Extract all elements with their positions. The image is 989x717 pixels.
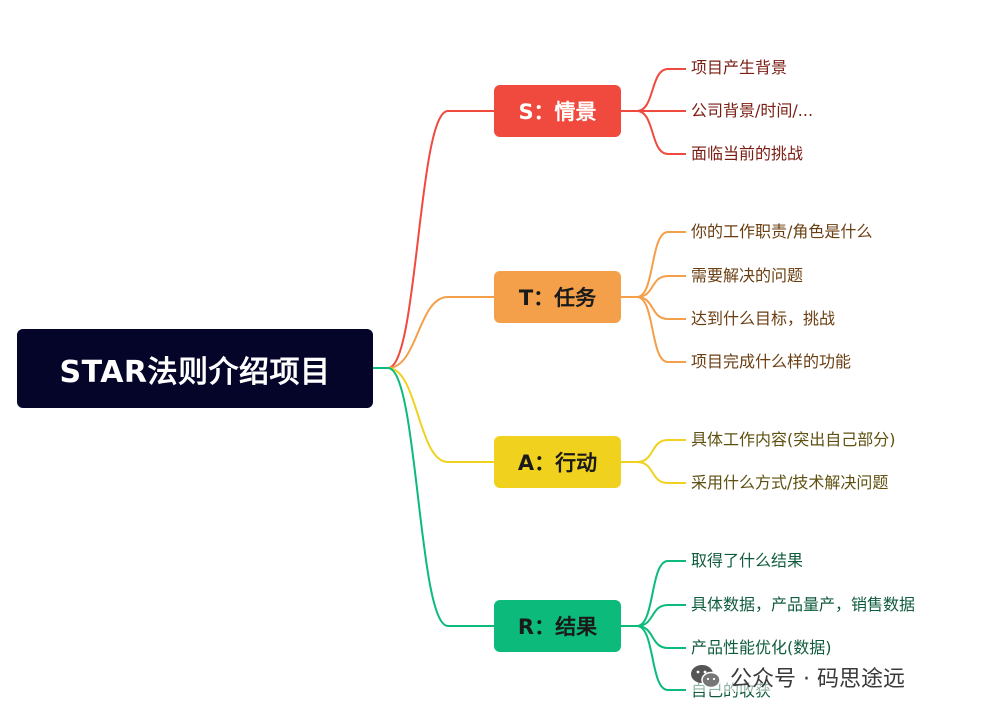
- leaf-r-3[interactable]: 产品性能优化(数据): [691, 638, 832, 657]
- leaf-s-2[interactable]: 公司背景/时间/...: [691, 101, 814, 120]
- branch-task[interactable]: T：任务: [494, 271, 621, 323]
- branch-action[interactable]: A：行动: [494, 436, 621, 488]
- branch-label: S：情景: [518, 100, 597, 124]
- leaf-s-3[interactable]: 面临当前的挑战: [691, 144, 804, 163]
- leaf-connector: [636, 275, 686, 298]
- leaf-t-2[interactable]: 需要解决的问题: [691, 266, 804, 285]
- leaf-connector: [636, 625, 686, 691]
- branch-connector: [387, 367, 494, 627]
- leaf-connector: [636, 68, 686, 112]
- leaf-t-1[interactable]: 你的工作职责/角色是什么: [691, 222, 873, 241]
- leaf-connector: [636, 231, 686, 298]
- leaf-connector: [636, 110, 686, 155]
- leaf-r-1[interactable]: 取得了什么结果: [691, 551, 804, 570]
- root-node[interactable]: STAR法则介绍项目: [17, 329, 373, 408]
- leaf-connector: [636, 439, 686, 463]
- leaf-connector: [636, 560, 686, 627]
- watermark-text: 公众号 · 码思途远: [730, 667, 905, 692]
- branch-result[interactable]: R：结果: [494, 600, 621, 652]
- leaf-a-2[interactable]: 采用什么方式/技术解决问题: [691, 473, 889, 492]
- branch-situation[interactable]: S：情景: [494, 85, 621, 137]
- leaf-r-2[interactable]: 具体数据，产品量产，销售数据: [691, 595, 916, 614]
- branch-label: R：结果: [517, 615, 598, 639]
- branch-connector: [387, 367, 494, 463]
- wechat-icon: [691, 665, 721, 689]
- branch-connector: [387, 110, 494, 369]
- leaf-connector: [636, 296, 686, 363]
- leaf-s-1[interactable]: 项目产生背景: [691, 58, 788, 77]
- branch-connector: [387, 296, 494, 369]
- branch-label: A：行动: [517, 451, 598, 475]
- root-label: STAR法则介绍项目: [59, 354, 331, 390]
- leaf-a-1[interactable]: 具体工作内容(突出自己部分): [691, 430, 896, 449]
- leaf-t-4[interactable]: 项目完成什么样的功能: [691, 352, 852, 371]
- leaf-t-3[interactable]: 达到什么目标，挑战: [691, 309, 836, 328]
- watermark: 公众号 · 码思途远: [686, 662, 909, 692]
- leaf-connector: [636, 604, 686, 627]
- branch-label: T：任务: [518, 286, 597, 310]
- leaf-connector: [636, 461, 686, 484]
